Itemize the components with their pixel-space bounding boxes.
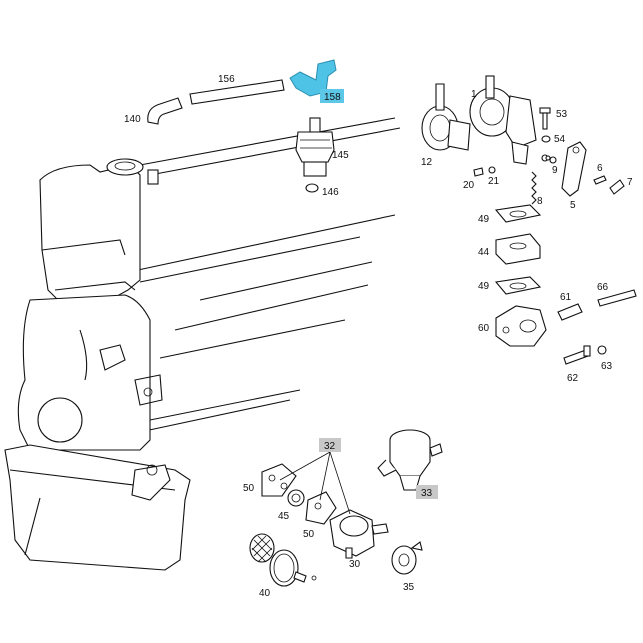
part-50-gasket-b[interactable] [305,491,337,525]
label-32: 32 [324,441,336,452]
label-9: 9 [552,165,558,176]
part-40-strainer[interactable] [249,533,317,587]
label-140: 140 [124,114,141,125]
label-54: 54 [554,134,566,145]
highlight-box-32 [319,438,341,452]
part-49-gasket-upper[interactable] [494,204,542,223]
part-35-cover[interactable] [391,541,423,575]
label-8: 8 [537,196,543,207]
label-50-right: 50 [303,529,315,540]
part-8-spring[interactable] [531,171,537,205]
part-62-bolt[interactable] [563,345,591,365]
part-9-washer[interactable] [545,155,551,161]
label-50-left: 50 [243,483,255,494]
label-7: 7 [627,177,633,188]
label-66: 66 [597,282,609,293]
label-53: 53 [556,109,568,120]
part-30-fuel-pump[interactable] [329,509,389,559]
part-20-screw[interactable] [473,167,484,177]
label-44: 44 [478,247,490,258]
label-145: 145 [332,150,349,161]
label-49-lower: 49 [478,281,490,292]
label-1: 1 [471,89,477,100]
part-61-bushing[interactable] [557,303,583,321]
label-60: 60 [478,323,490,334]
label-49-upper: 49 [478,214,490,225]
part-156-hose[interactable] [189,79,285,105]
part-158-hose-highlighted[interactable] [289,59,337,97]
part-21-nut[interactable] [488,166,496,174]
highlight-box-33 [416,485,438,499]
part-45-ring[interactable] [287,489,305,507]
label-20: 20 [463,180,475,191]
label-63: 63 [601,361,613,372]
callout-32-leaders [279,451,351,515]
part-1-pump-body[interactable] [469,75,537,165]
label-6: 6 [597,163,603,174]
part-66-shaft[interactable] [597,289,637,307]
part-140-hose-elbow[interactable] [147,97,183,125]
highlight-box-158 [320,89,344,103]
label-5: 5 [570,200,576,211]
label-40: 40 [259,588,271,599]
label-21: 21 [488,176,500,187]
part-33-fuel-pump-assembly[interactable] [377,429,443,491]
part-5-lever[interactable] [561,141,587,197]
label-62: 62 [567,373,579,384]
part-63-washer[interactable] [597,345,607,355]
label-33: 33 [421,488,433,499]
engine-block [4,117,401,571]
part-60-flange[interactable] [495,305,547,347]
label-146: 146 [322,187,339,198]
part-53-bolt[interactable] [539,107,551,130]
label-30: 30 [349,559,361,570]
part-49-gasket-lower[interactable] [494,276,542,295]
label-158: 158 [324,92,341,103]
label-12: 12 [421,157,433,168]
part-146-gasket[interactable] [305,183,319,193]
label-61: 61 [560,292,572,303]
label-35: 35 [403,582,415,593]
part-50-gasket-a[interactable] [261,463,297,497]
label-156: 156 [218,74,235,85]
part-54-washer[interactable] [541,135,551,143]
part-12-housing[interactable] [421,83,471,151]
callout-labels: 156 158 140 145 146 1 53 54 12 20 21 9 6… [124,74,633,599]
part-44-spacer[interactable] [495,233,541,265]
part-6-pin[interactable] [593,175,607,185]
part-7-pin[interactable] [609,179,625,195]
label-45: 45 [278,511,290,522]
part-145-thermostat-housing[interactable] [295,117,335,177]
